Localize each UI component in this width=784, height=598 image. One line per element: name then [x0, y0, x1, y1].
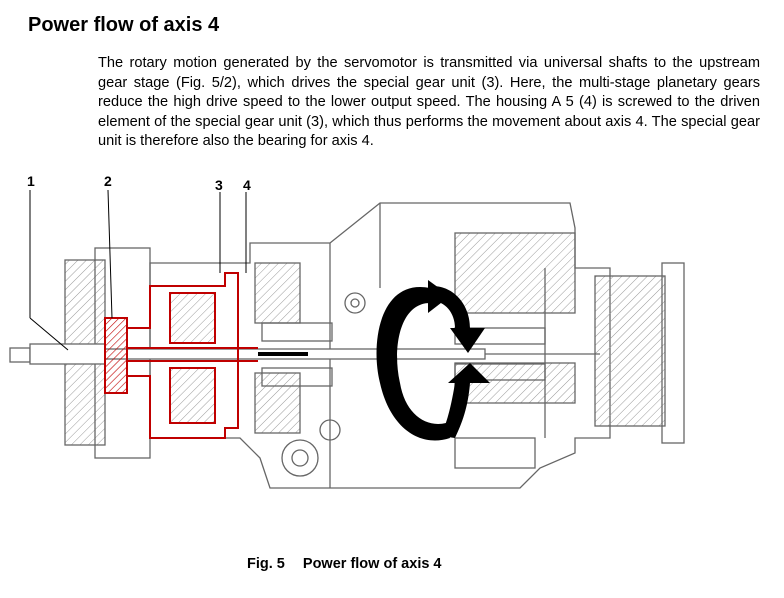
callout-leaders [29, 189, 247, 351]
housing-outline [15, 202, 685, 489]
description-paragraph: The rotary motion generated by the servo… [98, 55, 760, 149]
figure-caption: Fig. 5 Power flow of axis 4 [247, 556, 442, 572]
page-heading: Power flow of axis 4 [28, 14, 220, 36]
callout-3: 3 [215, 177, 223, 193]
power-path-highlight [104, 272, 258, 439]
figure-title: Power flow of axis 4 [302, 556, 442, 572]
rotation-arrow-icon [376, 280, 490, 441]
gear-unit-drawing: 1 2 3 4 [9, 173, 685, 489]
callout-2: 2 [104, 173, 112, 189]
callout-4: 4 [243, 177, 251, 193]
figure-number: Fig. 5 [247, 556, 285, 572]
callout-1: 1 [27, 173, 35, 189]
